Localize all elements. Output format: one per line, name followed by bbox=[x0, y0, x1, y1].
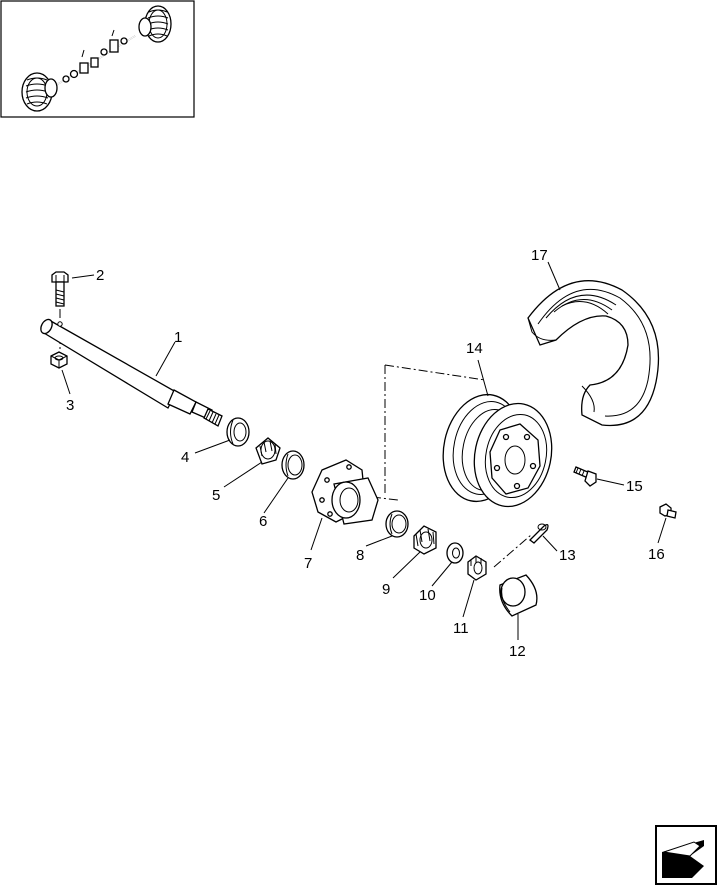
part-14-wheel-rim bbox=[442, 393, 553, 508]
callout-12: 12 bbox=[509, 643, 526, 660]
callout-8: 8 bbox=[356, 547, 364, 564]
leader-lines bbox=[61, 261, 667, 640]
part-2-bolt bbox=[51, 271, 69, 307]
part-10-washer bbox=[446, 542, 464, 564]
part-13-cotter-pin bbox=[529, 523, 549, 544]
next-page-arrow-icon[interactable] bbox=[655, 825, 717, 885]
callout-1: 1 bbox=[174, 329, 182, 346]
callout-4: 4 bbox=[181, 449, 189, 466]
part-4-seal bbox=[226, 417, 250, 447]
part-6-bearing-cup bbox=[281, 450, 305, 480]
callout-15: 15 bbox=[626, 478, 643, 495]
part-5-bearing-cone bbox=[255, 437, 281, 465]
callout-16: 16 bbox=[648, 546, 665, 563]
callout-3: 3 bbox=[66, 397, 74, 414]
overview-wheel-left bbox=[21, 72, 58, 112]
callout-10: 10 bbox=[419, 587, 436, 604]
part-9-bearing-cone bbox=[413, 525, 437, 555]
callout-6: 6 bbox=[259, 513, 267, 530]
callout-17: 17 bbox=[531, 247, 548, 264]
part-11-castle-nut bbox=[467, 555, 487, 581]
part-16-valve bbox=[659, 503, 677, 519]
callout-11: 11 bbox=[453, 620, 469, 637]
callout-labels: 1 2 3 4 5 6 7 8 9 10 11 12 13 14 15 16 1… bbox=[66, 247, 665, 660]
part-7-hub bbox=[311, 459, 379, 525]
callout-5: 5 bbox=[212, 487, 220, 504]
overview-thumbnail bbox=[0, 0, 195, 118]
callout-9: 9 bbox=[382, 581, 390, 598]
overview-wheel-right bbox=[138, 5, 172, 43]
part-17-tire bbox=[527, 280, 660, 427]
callout-14: 14 bbox=[466, 340, 483, 357]
overview-axle bbox=[57, 29, 136, 85]
part-12-hub-cap bbox=[499, 574, 538, 617]
callout-7: 7 bbox=[304, 555, 312, 572]
callout-13: 13 bbox=[559, 547, 576, 564]
part-3-nut bbox=[50, 351, 68, 369]
part-15-wheel-bolt bbox=[573, 466, 597, 487]
part-1-axle-shaft bbox=[40, 318, 223, 427]
callout-2: 2 bbox=[96, 267, 104, 284]
part-8-bearing-cup bbox=[385, 510, 409, 538]
